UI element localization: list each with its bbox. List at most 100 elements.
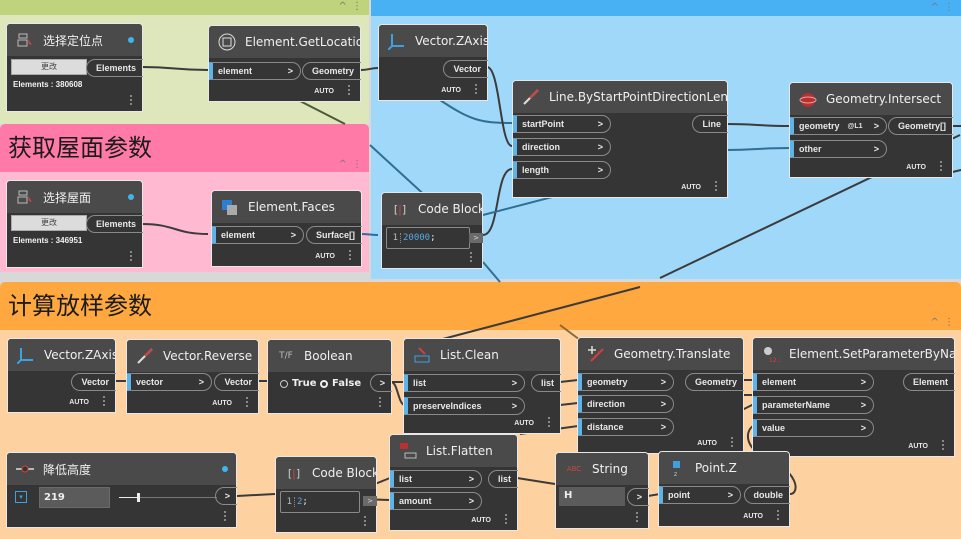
lacing-label[interactable]: AUTO xyxy=(471,517,491,524)
group-header[interactable]: ^ ⋮ xyxy=(371,0,961,16)
node-geometry-translate[interactable]: Geometry.Translate geometry> direction> … xyxy=(577,337,744,454)
input-port-element[interactable]: element> xyxy=(212,226,304,244)
code-editor[interactable]: 1 20000 ; xyxy=(386,227,470,249)
output-port[interactable]: > xyxy=(214,487,237,505)
lacing-label[interactable]: AUTO xyxy=(69,399,89,406)
node-code-block[interactable]: [|] Code Block 1 20000 ; > xyxy=(381,192,483,269)
node-header[interactable]: [|] Code Block xyxy=(276,457,376,489)
input-port-distance[interactable]: distance> xyxy=(578,418,674,436)
node-header[interactable]: T/F Boolean xyxy=(268,340,391,372)
more-icon[interactable] xyxy=(777,510,780,522)
input-port-list[interactable]: list> xyxy=(404,374,525,392)
input-port-vector[interactable]: vector> xyxy=(127,373,212,391)
lacing-label[interactable]: AUTO xyxy=(906,164,926,171)
group-header[interactable]: ^ ⋮ xyxy=(0,0,369,15)
code-editor[interactable]: 1 2 ; xyxy=(280,491,360,513)
more-icon[interactable] xyxy=(246,397,249,409)
change-button[interactable]: 更改 xyxy=(11,59,87,75)
list-level-tag[interactable]: @L1 xyxy=(847,122,863,130)
output-port-double[interactable]: double xyxy=(743,486,790,504)
radio-false[interactable]: False xyxy=(320,378,361,389)
output-port-vector[interactable]: Vector xyxy=(71,373,116,391)
radio-true[interactable]: True xyxy=(280,378,317,389)
node-header[interactable]: Element.Faces xyxy=(212,191,361,223)
more-icon[interactable] xyxy=(349,250,352,262)
input-port-startpoint[interactable]: startPoint> xyxy=(513,115,611,133)
node-header[interactable]: 12.3 Element.SetParameterByName xyxy=(753,338,954,370)
node-integer-slider[interactable]: 降低高度 ▾ 219 > xyxy=(6,452,237,528)
more-icon[interactable] xyxy=(470,252,473,264)
node-header[interactable]: Geometry.Translate xyxy=(578,338,743,370)
slider-track[interactable] xyxy=(119,493,217,502)
output-port-element[interactable]: Element xyxy=(902,373,955,391)
node-header[interactable]: List.Clean xyxy=(404,339,560,371)
node-set-parameter-by-name[interactable]: 12.3 Element.SetParameterByName element>… xyxy=(752,337,955,457)
string-value-input[interactable]: H xyxy=(559,487,625,506)
node-header[interactable]: z Point.Z xyxy=(659,452,789,484)
output-port-elements[interactable]: Elements xyxy=(85,215,143,233)
more-icon[interactable] xyxy=(379,397,382,409)
output-port[interactable]: > xyxy=(369,374,392,392)
more-icon[interactable] xyxy=(103,396,106,408)
node-select-roof[interactable]: 选择屋面 更改 Elements Elements : 346951 xyxy=(6,180,143,268)
more-icon[interactable] xyxy=(636,512,639,524)
node-string[interactable]: ABC String H > xyxy=(555,452,649,529)
node-element-faces[interactable]: Element.Faces element> Surface[] AUTO xyxy=(211,190,362,267)
node-header[interactable]: Vector.ZAxis xyxy=(8,339,115,371)
more-icon[interactable] xyxy=(715,181,718,193)
input-port-geometry[interactable]: geometry@L1> xyxy=(790,117,887,135)
node-header[interactable]: 降低高度 xyxy=(7,453,236,485)
more-icon[interactable] xyxy=(505,514,508,526)
input-port-preserve-indices[interactable]: preserveIndices> xyxy=(404,397,525,415)
output-port[interactable]: > xyxy=(363,496,377,506)
node-vector-zaxis[interactable]: Vector.ZAxis Vector AUTO xyxy=(378,24,488,101)
node-header[interactable]: 选择屋面 xyxy=(7,181,142,213)
node-header[interactable]: ABC String xyxy=(556,453,648,485)
lacing-label[interactable]: AUTO xyxy=(441,87,461,94)
input-port-other[interactable]: other> xyxy=(790,140,887,158)
more-icon[interactable] xyxy=(130,251,133,263)
node-code-block[interactable]: [|] Code Block 1 2 ; > xyxy=(275,456,377,533)
change-button[interactable]: 更改 xyxy=(11,215,87,231)
more-icon[interactable] xyxy=(942,440,945,452)
more-icon[interactable] xyxy=(348,85,351,97)
lacing-label[interactable]: AUTO xyxy=(697,440,717,447)
lacing-label[interactable]: AUTO xyxy=(514,420,534,427)
node-list-flatten[interactable]: List.Flatten list> amount> list AUTO xyxy=(389,434,518,531)
node-header[interactable]: Geometry.Intersect xyxy=(790,83,952,115)
more-icon[interactable] xyxy=(475,84,478,96)
output-port[interactable]: > xyxy=(626,488,649,506)
node-geometry-intersect[interactable]: Geometry.Intersect geometry@L1> other> G… xyxy=(789,82,953,178)
lacing-label[interactable]: AUTO xyxy=(681,184,701,191)
node-header[interactable]: 选择定位点 xyxy=(7,24,142,56)
input-port-value[interactable]: value> xyxy=(753,419,874,437)
collapse-icon[interactable]: ^ ⋮ xyxy=(338,1,363,12)
more-icon[interactable] xyxy=(224,511,227,523)
more-icon[interactable] xyxy=(364,516,367,528)
slider-value-input[interactable]: 219 xyxy=(39,487,110,508)
input-port-direction[interactable]: direction> xyxy=(513,138,611,156)
more-icon[interactable] xyxy=(940,161,943,173)
more-icon[interactable] xyxy=(130,95,133,107)
expand-slider-toggle[interactable]: ▾ xyxy=(15,491,27,503)
node-header[interactable]: List.Flatten xyxy=(390,435,517,467)
lacing-label[interactable]: AUTO xyxy=(314,88,334,95)
node-get-location[interactable]: Element.GetLocation element> Geometry AU… xyxy=(208,25,361,102)
output-port-geometry-list[interactable]: Geometry[] xyxy=(887,117,953,135)
collapse-icon[interactable]: ^ ⋮ xyxy=(338,159,363,170)
output-port-vector[interactable]: Vector xyxy=(214,373,259,391)
output-port[interactable]: > xyxy=(469,233,483,243)
input-port-point[interactable]: point> xyxy=(659,486,741,504)
output-port-geometry[interactable]: Geometry xyxy=(301,62,361,80)
node-boolean[interactable]: T/F Boolean True False > xyxy=(267,339,392,414)
node-line-by-start-point[interactable]: Line.ByStartPointDirectionLength startPo… xyxy=(512,80,728,198)
group-header[interactable]: 获取屋面参数 ^ ⋮ xyxy=(0,124,369,172)
input-port-element[interactable]: element> xyxy=(209,62,301,80)
output-port-list[interactable]: list xyxy=(487,470,518,488)
node-header[interactable]: Vector.Reverse xyxy=(127,340,258,372)
output-port-line[interactable]: Line xyxy=(692,115,728,133)
lacing-label[interactable]: AUTO xyxy=(315,253,335,260)
output-port-elements[interactable]: Elements xyxy=(85,59,143,77)
node-header[interactable]: [|] Code Block xyxy=(382,193,482,225)
collapse-icon[interactable]: ^ ⋮ xyxy=(930,317,955,328)
